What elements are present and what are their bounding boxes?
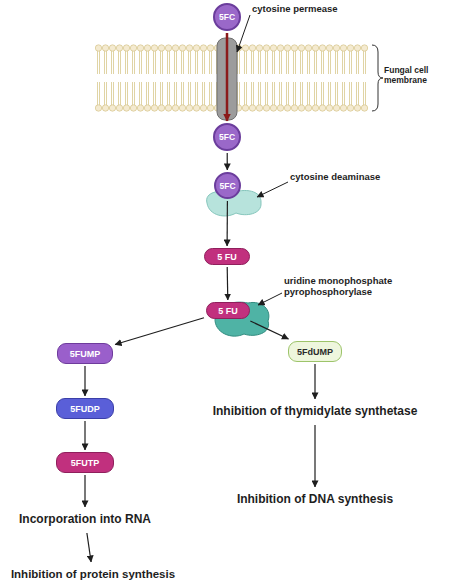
node-text: 5FC [219,12,235,22]
flow-arrow [227,267,229,300]
metabolite-pill: 5FUMP [57,343,113,364]
flow-arrow [250,321,288,339]
outcome-text: Inhibition of DNA synthesis [205,489,425,511]
node-text: Inhibition of DNA synthesis [237,493,393,507]
flow-arrow [227,153,228,170]
node-text: Inhibition of protein synthesis [11,568,175,581]
flow-arrow [84,366,85,396]
node-text: Incorporation into RNA [19,513,151,527]
flow-arrow [115,318,204,345]
flow-arrow [227,201,228,246]
outcome-text: Inhibition of protein synthesis [0,564,186,585]
flow-arrow [87,533,91,562]
enzyme-label: cytosine permease [252,4,362,15]
flow-arrow [84,421,85,450]
flow-arrow [84,475,85,507]
flow-arrow [314,364,315,399]
node-text: 5 FU [218,306,238,316]
node-text: 5FC [219,132,235,142]
substrate-circle: 5FC [213,123,241,151]
node-text: 5FC [219,181,235,191]
node-text: 5FdUMP [297,347,333,357]
membrane-bracket [372,45,383,111]
node-text: Inhibition of thymidylate synthetase [213,405,418,419]
node-text: 5FUDP [70,404,100,414]
metabolite-pill: 5 FU [204,248,250,265]
substrate-circle: 5FC [214,172,241,199]
flow-arrow [314,425,315,487]
leader-arrow [258,293,282,305]
node-text: 5 FU [217,252,237,262]
node-text: 5FUTP [71,458,100,468]
enzyme-label: uridine monophosphate pyrophosphorylase [284,276,414,298]
transport-arrow [226,33,229,121]
outcome-text: Inhibition of thymidylate synthetase [195,401,435,423]
leader-arrow [257,182,288,197]
membrane-label: Fungal cell membrane [384,66,450,86]
metabolite-pill: 5FdUMP [288,341,342,362]
metabolite-pill: 5FUTP [56,452,114,473]
substrate-circle: 5FC [213,3,241,31]
node-text: 5FUMP [70,349,101,359]
enzyme-label: cytosine deaminase [290,172,410,183]
metabolite-pill: 5FUDP [56,398,114,419]
outcome-text: Incorporation into RNA [2,509,168,531]
metabolite-pill: 5 FU [206,302,250,319]
